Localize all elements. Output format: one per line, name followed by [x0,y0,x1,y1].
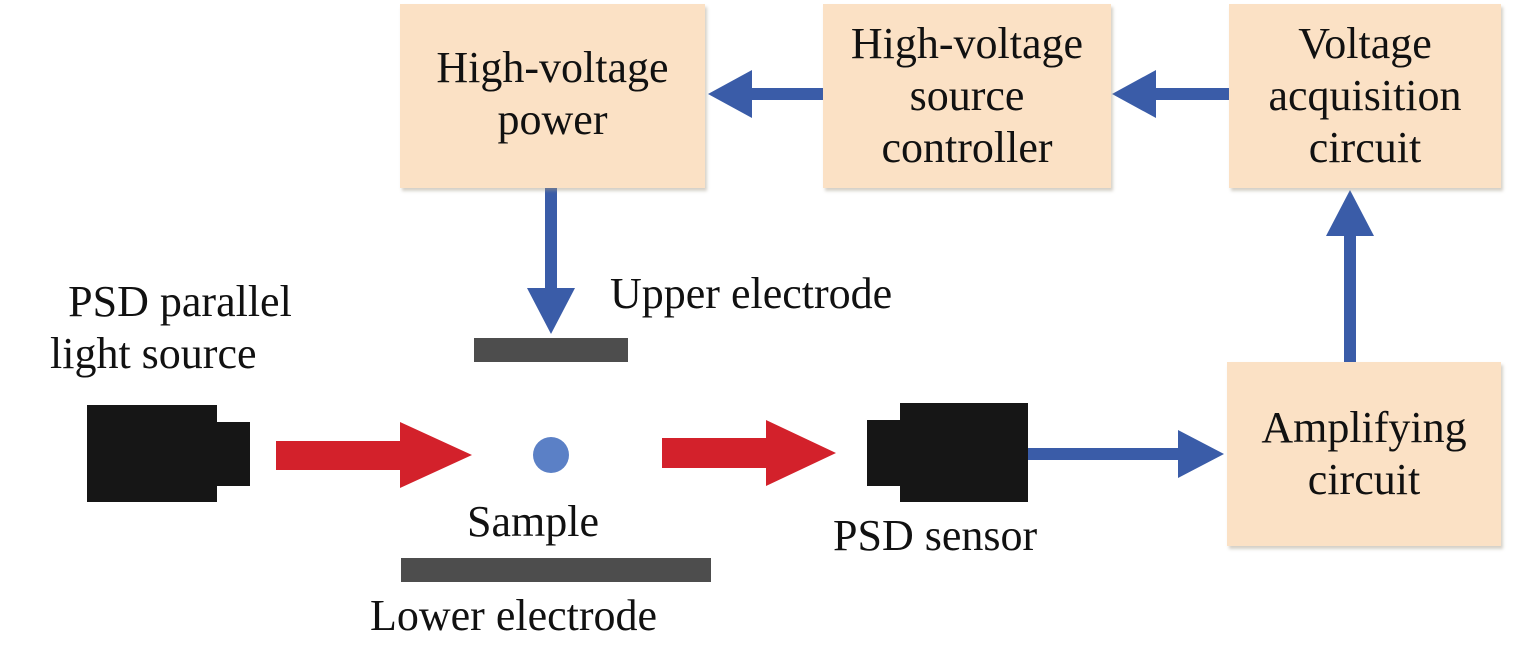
arrow-acquisition-to-controller [1112,70,1230,118]
sample-label: Sample [467,497,599,546]
light-source-device [87,405,250,502]
lower-electrode-plate [401,558,711,582]
box-line: High-voltage [850,19,1084,68]
box-line: Voltage [1298,19,1432,68]
upper-electrode-plate [474,338,628,362]
arrow-power-to-upper-electrode [527,186,575,334]
upper-electrode-label: Upper electrode [610,269,893,318]
light-arrow-right [662,420,836,486]
arrow-amplifying-to-acquisition [1326,190,1374,364]
psd-sensor-label: PSD sensor [833,511,1038,560]
amplifying-circuit-box: Amplifying circuit [1227,362,1501,546]
source-controller-box: High-voltage source controller [823,4,1111,188]
light-arrow-left [276,422,472,488]
box-line: Amplifying [1261,403,1467,452]
box-line: power [497,95,608,144]
arrow-sensor-to-amplifying [1026,430,1224,478]
box-line: source [909,71,1025,120]
light-source-label: PSD parallel light source [30,276,330,380]
lower-electrode-label: Lower electrode [370,591,658,640]
arrow-controller-to-power [708,70,828,118]
box-line: controller [881,123,1053,172]
box-line: acquisition [1268,71,1462,120]
psd-sensor-device [867,403,1028,502]
high-voltage-power-box: High-voltage power [400,4,705,188]
box-line: circuit [1308,123,1422,172]
sample-dot [533,437,569,473]
box-line: circuit [1307,455,1421,504]
light-source-label-line: PSD parallel [68,277,292,326]
box-line: High-voltage [436,43,669,92]
light-source-label-line: light source [50,329,257,378]
voltage-acquisition-box: Voltage acquisition circuit [1229,4,1501,188]
